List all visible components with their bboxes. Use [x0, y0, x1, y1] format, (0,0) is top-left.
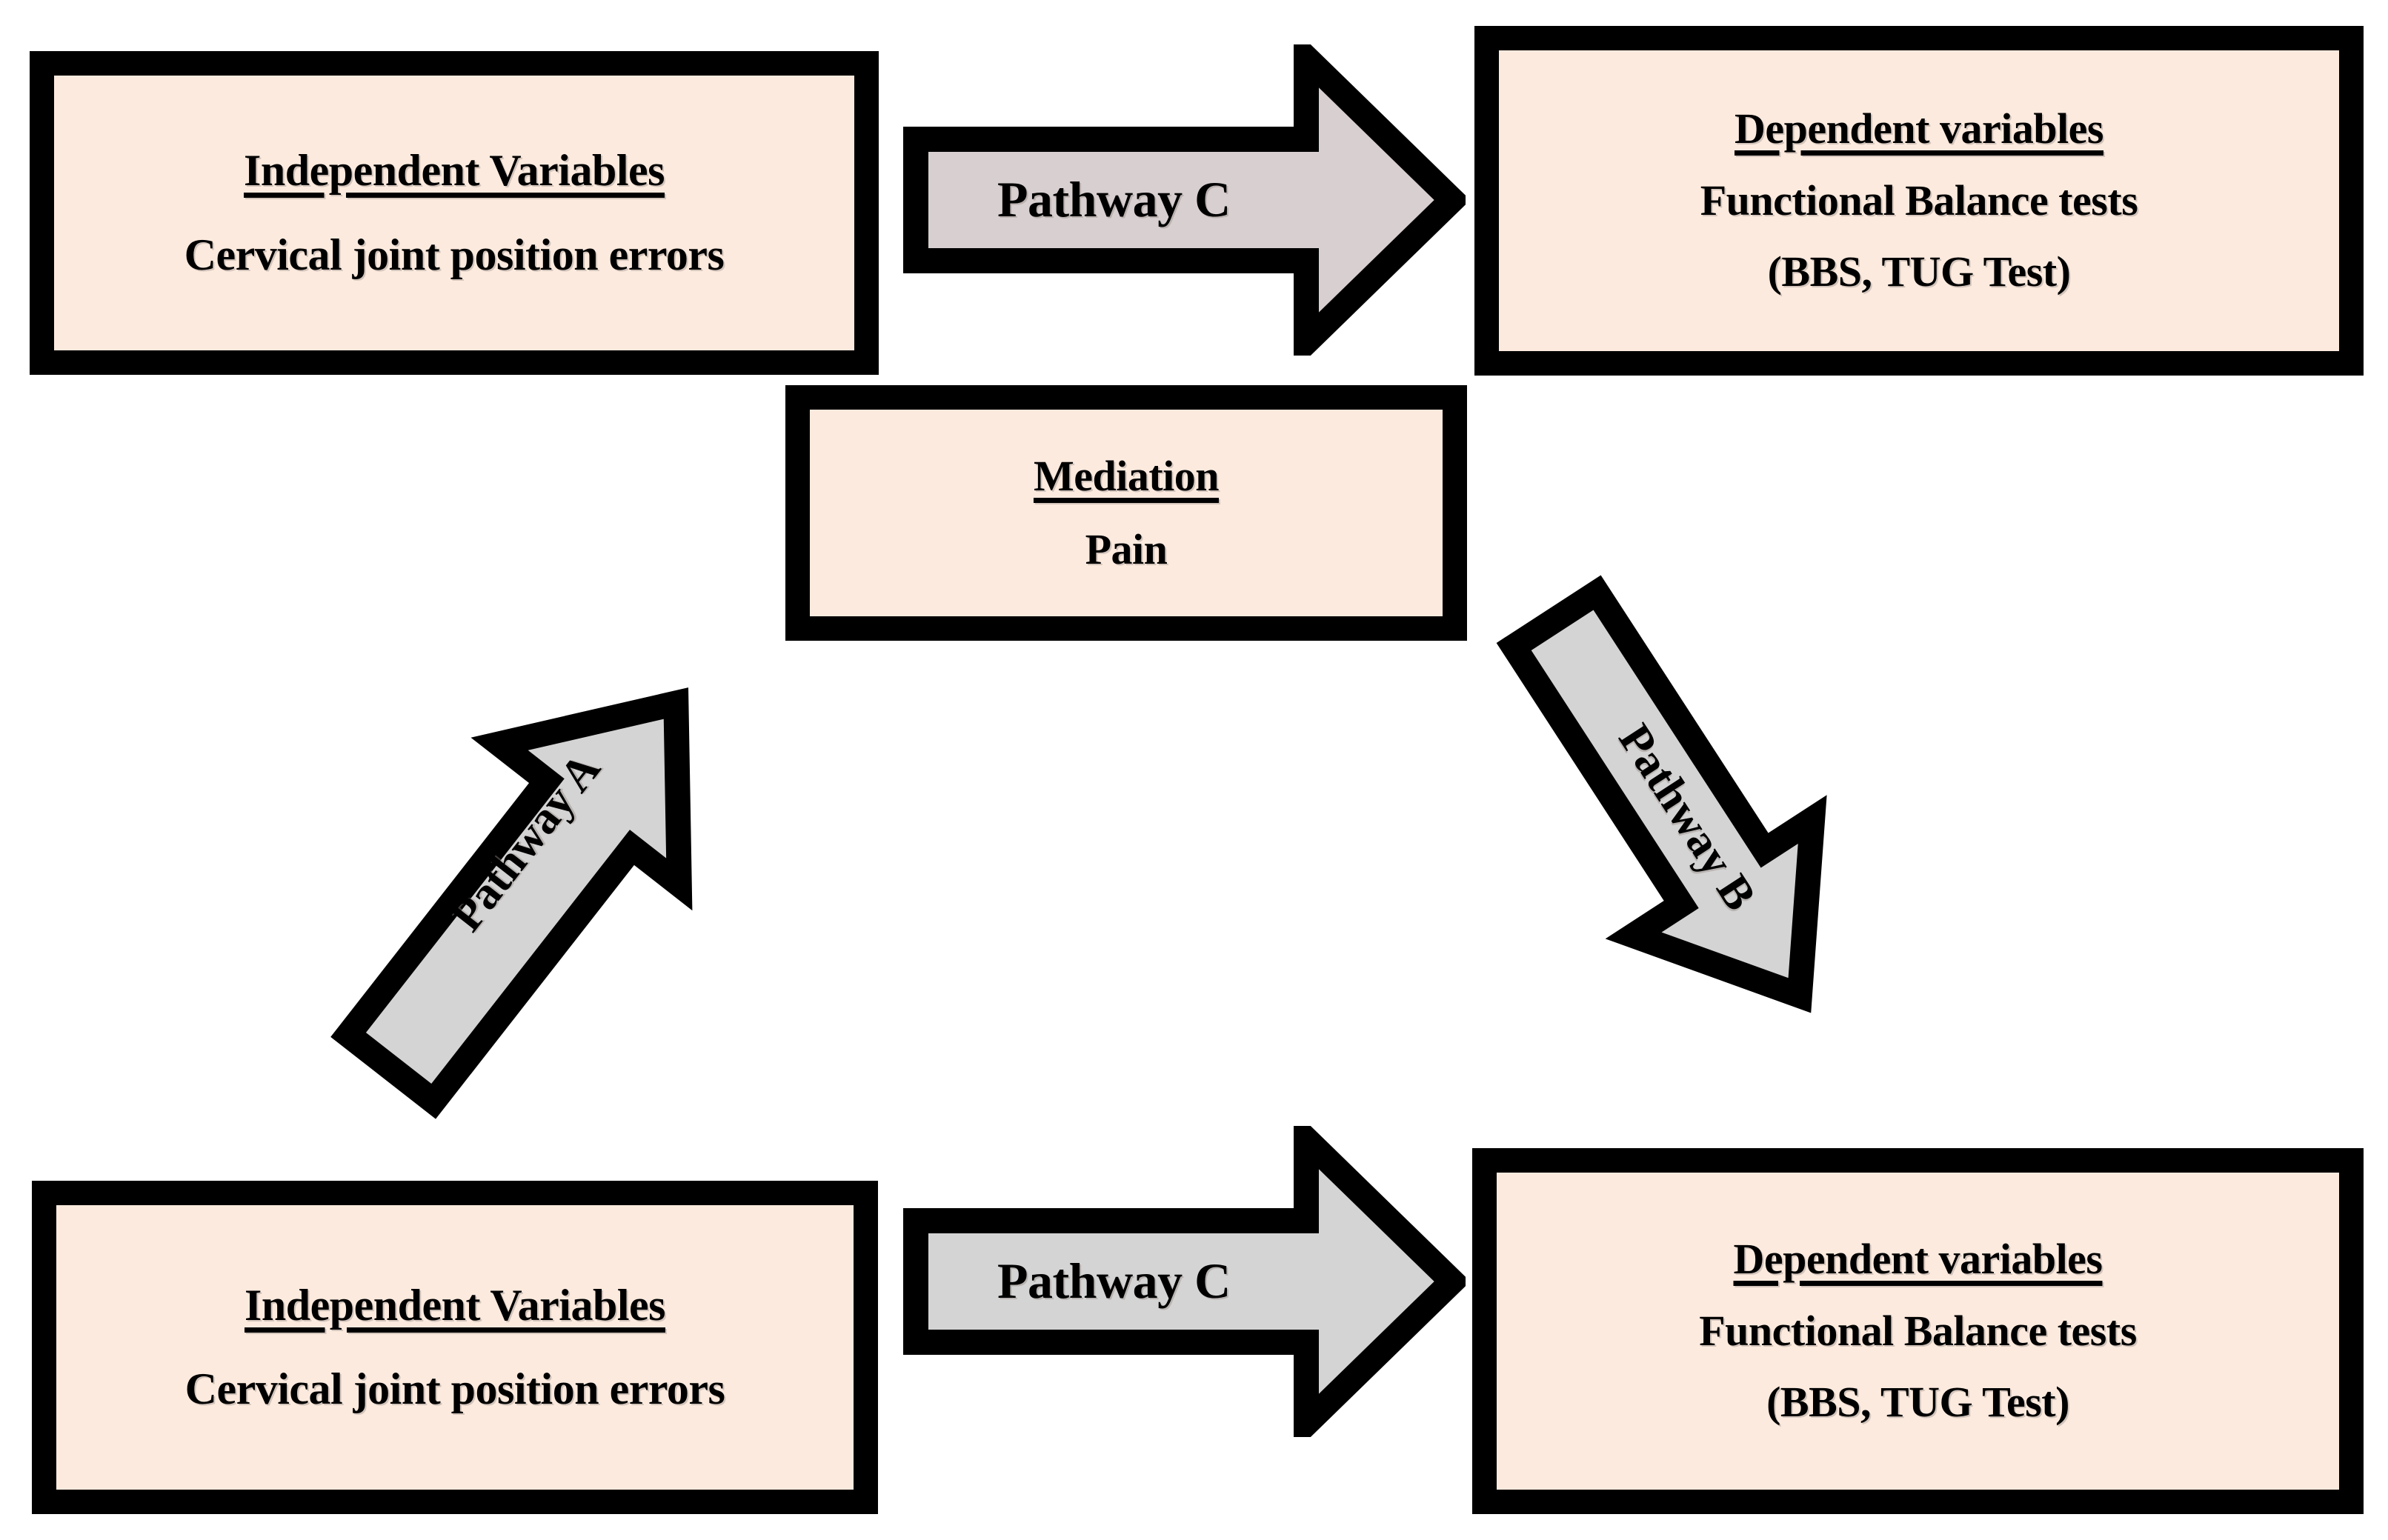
bottom-dependent-variables-box: Dependent variables Functional Balance t… [1472, 1148, 2364, 1514]
pathway-a-arrow: Pathway A [311, 593, 785, 1141]
top-independent-variables-line2: Cervical joint position errors [184, 230, 725, 279]
mediation-box: Mediation Pain [785, 385, 1467, 641]
pathway-b-arrow: Pathway B [1452, 575, 1941, 1096]
top-independent-variables-box-inner: Independent Variables Cervical joint pos… [54, 76, 854, 350]
top-dependent-variables-line3: (BBS, TUG Test) [1767, 247, 2071, 296]
bottom-dependent-variables-line3: (BBS, TUG Test) [1766, 1378, 2069, 1427]
pathway-b-arrow-shape [1496, 575, 1827, 1013]
top-dependent-variables-box-inner: Dependent variables Functional Balance t… [1499, 50, 2339, 351]
bottom-pathway-c-arrow-shape [903, 1126, 1466, 1437]
top-independent-variables-title: Independent Variables [244, 146, 665, 196]
top-pathway-c-arrow-label: Pathway C [997, 171, 1231, 227]
bottom-independent-variables-line2: Cervical joint position errors [184, 1364, 725, 1413]
mediation-box-inner: Mediation Pain [810, 410, 1443, 616]
bottom-dependent-variables-line2: Functional Balance tests [1699, 1306, 2137, 1355]
top-dependent-variables-line2: Functional Balance tests [1700, 176, 2138, 224]
pathway-a-arrow-shape [330, 687, 693, 1119]
top-dependent-variables-title: Dependent variables [1735, 104, 2104, 153]
bottom-independent-variables-title: Independent Variables [245, 1280, 666, 1330]
mediation-line2: Pain [1085, 524, 1168, 573]
top-pathway-c-arrow: Pathway C [902, 44, 1466, 356]
bottom-dependent-variables-title: Dependent variables [1733, 1234, 2103, 1283]
bottom-dependent-variables-box-inner: Dependent variables Functional Balance t… [1497, 1173, 2339, 1490]
mediation-title: Mediation [1033, 451, 1220, 500]
bottom-pathway-c-arrow-label: Pathway C [997, 1253, 1231, 1309]
bottom-independent-variables-box-inner: Independent Variables Cervical joint pos… [56, 1205, 854, 1490]
top-dependent-variables-box: Dependent variables Functional Balance t… [1474, 26, 2364, 376]
bottom-pathway-c-arrow: Pathway C [902, 1126, 1466, 1437]
top-independent-variables-box: Independent Variables Cervical joint pos… [30, 51, 879, 375]
top-pathway-c-arrow-shape [903, 44, 1466, 356]
bottom-independent-variables-box: Independent Variables Cervical joint pos… [32, 1181, 878, 1514]
